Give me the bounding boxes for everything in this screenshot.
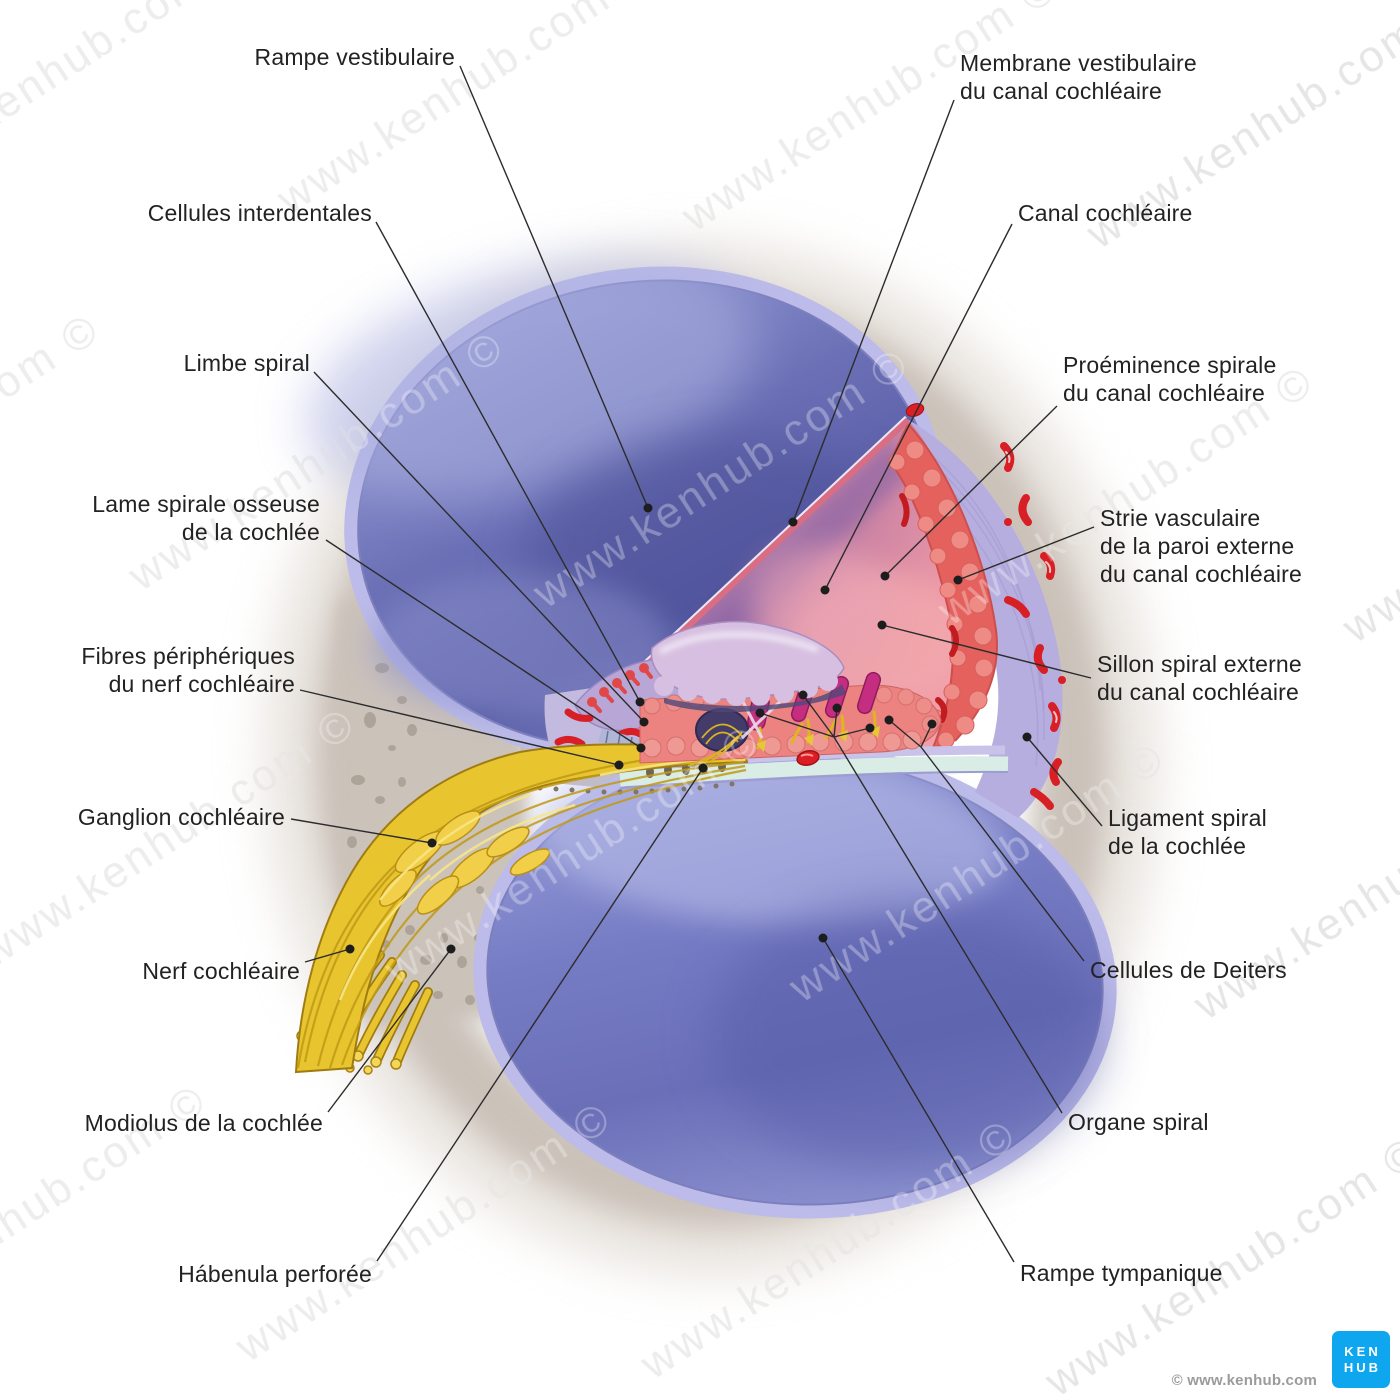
leader-habenula-perforee [376,767,704,1262]
leader-rampe-tympanique [822,937,1015,1263]
kenhub-logo: KEN HUB [1332,1331,1390,1388]
label-cellules-de-deiters: Cellules de Deiters [1090,957,1287,983]
label-canal-cochleaire: Canal cochléaire [1018,200,1193,226]
label-ganglion-cochleaire: Ganglion cochléaire [77,804,285,830]
label-habenula-perforee: Hábenula perforée [178,1261,372,1287]
leader-modiolus [327,948,452,1113]
label-limbe-spiral: Limbe spiral [183,350,310,376]
leader-organe-spiral [759,694,1063,1114]
kenhub-logo-line1: KEN [1344,1343,1381,1359]
label-modiolus: Modiolus de la cochlée [84,1110,323,1136]
leader-proeminence-spirale [884,405,1058,577]
outer-hair-cell [856,671,882,715]
label-nerf-cochleaire: Nerf cochléaire [142,958,300,984]
leader-limbe-spiral [313,371,645,723]
leader-dots [345,503,1032,954]
leader-membrane-vestibulaire [792,99,955,523]
leader-rampe-vestibulaire [459,65,649,509]
leader-canal-cochleaire [824,223,1013,591]
leader-fibres-peripheriques [299,689,620,766]
leader-ligament-spiral [1026,736,1103,827]
label-rampe-vestibulaire: Rampe vestibulaire [254,44,455,70]
leader-strie-vasculaire [957,526,1095,581]
leader-ganglion-cochleaire [290,818,433,844]
copyright-text: © www.kenhub.com [1171,1372,1317,1389]
leader-nerf-cochleaire [304,948,351,963]
label-cellules-interdentales: Cellules interdentales [147,200,372,226]
leader-lame-spirale-osseuse [325,539,642,749]
label-rampe-tympanique: Rampe tympanique [1020,1260,1223,1286]
leader-cellules-interdentales [375,221,641,703]
leader-lines [290,65,1103,1263]
label-organe-spiral: Organe spiral [1068,1109,1209,1135]
leader-sillon-spiral-externe [881,624,1092,679]
kenhub-logo-line2: HUB [1343,1359,1382,1375]
